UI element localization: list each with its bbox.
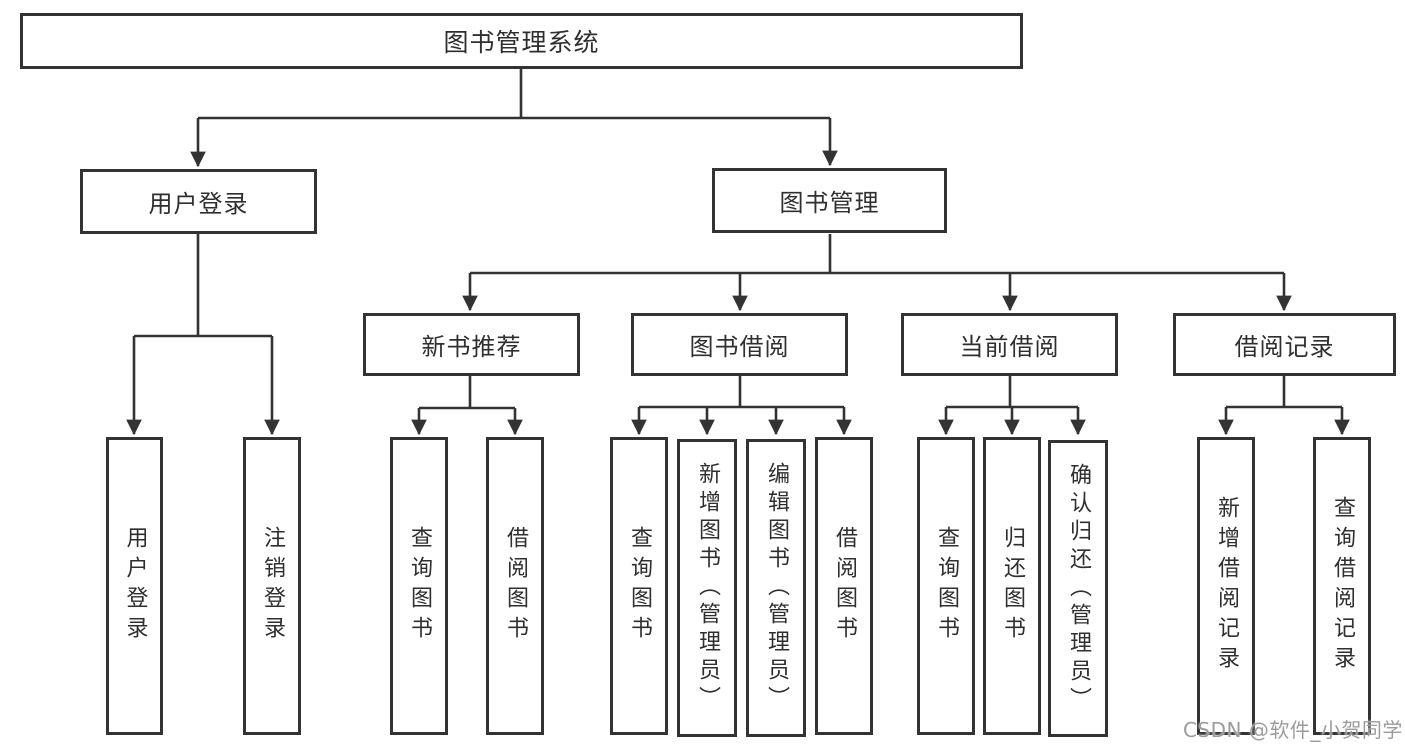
leaf-bb-edit-books-admin: 编辑图书（管理员） — [746, 439, 806, 737]
leaf-nb-borrow-books-label: 借阅图书 — [503, 526, 528, 646]
leaf-br-add-record-label: 新增借阅记录 — [1214, 496, 1239, 676]
node-book-borrowing: 图书借阅 — [631, 313, 848, 376]
leaf-nb-query-books-label: 查询图书 — [407, 526, 432, 646]
node-user-login: 用户登录 — [80, 169, 317, 234]
leaf-bb-add-books-admin-label: 新增图书（管理员） — [695, 462, 720, 714]
leaf-nb-borrow-books: 借阅图书 — [486, 437, 544, 735]
leaf-cb-return-books-label: 归还图书 — [1000, 526, 1025, 646]
node-root-title: 图书管理系统 — [20, 13, 1023, 69]
leaf-bb-query-books: 查询图书 — [610, 437, 668, 735]
leaf-br-add-record: 新增借阅记录 — [1197, 437, 1255, 735]
leaf-br-query-record: 查询借阅记录 — [1313, 437, 1371, 735]
leaf-br-query-record-label: 查询借阅记录 — [1330, 496, 1355, 676]
leaf-bb-query-books-label: 查询图书 — [627, 526, 652, 646]
leaf-cb-query-books: 查询图书 — [917, 437, 975, 735]
leaf-cb-confirm-return-admin-label: 确认归还（管理员） — [1066, 462, 1091, 715]
leaf-bb-borrow-books-label: 借阅图书 — [832, 526, 857, 646]
leaf-bb-add-books-admin: 新增图书（管理员） — [677, 439, 737, 737]
node-current-borrowing: 当前借阅 — [901, 313, 1118, 376]
leaf-user-login: 用户登录 — [106, 437, 163, 735]
leaf-user-login-label: 用户登录 — [122, 526, 148, 646]
leaf-bb-borrow-books: 借阅图书 — [815, 437, 873, 735]
leaf-nb-query-books: 查询图书 — [390, 437, 448, 735]
leaf-logout: 注销登录 — [243, 437, 301, 735]
node-borrow-records: 借阅记录 — [1173, 313, 1396, 376]
node-book-management: 图书管理 — [712, 168, 947, 233]
leaf-cb-query-books-label: 查询图书 — [934, 526, 959, 646]
leaf-cb-return-books: 归还图书 — [983, 437, 1041, 735]
leaf-cb-confirm-return-admin: 确认归还（管理员） — [1048, 440, 1108, 737]
node-new-book-recommend: 新书推荐 — [363, 313, 580, 376]
leaf-bb-edit-books-admin-label: 编辑图书（管理员） — [764, 462, 789, 714]
csdn-watermark: CSDN @软件_小贺同学 — [1183, 718, 1403, 742]
leaf-logout-label: 注销登录 — [260, 526, 285, 646]
